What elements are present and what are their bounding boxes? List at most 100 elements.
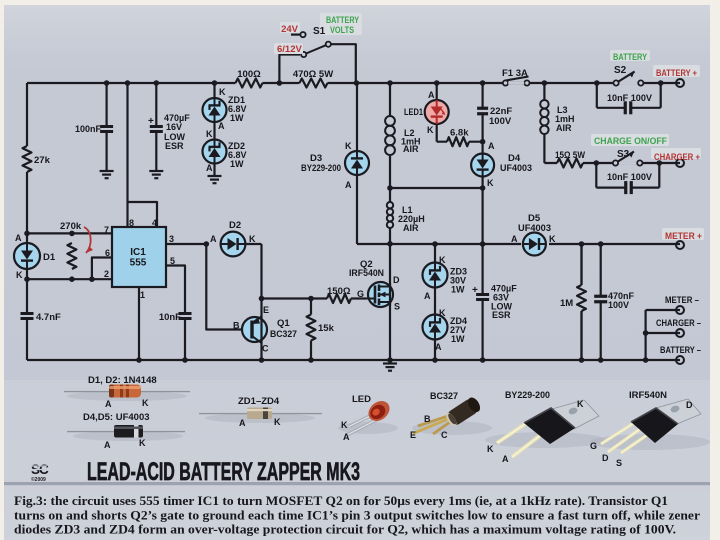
svg-text:10nF 100V: 10nF 100V: [607, 93, 652, 103]
svg-text:1mH: 1mH: [401, 137, 421, 147]
svg-text:K: K: [487, 444, 494, 454]
svg-text:G: G: [590, 441, 597, 451]
svg-text:3: 3: [169, 234, 174, 244]
svg-text:K: K: [487, 178, 494, 188]
svg-text:6/12V: 6/12V: [277, 44, 302, 55]
svg-text:A: A: [15, 233, 22, 243]
svg-text:K: K: [274, 417, 281, 427]
svg-text:LOW: LOW: [491, 302, 512, 312]
svg-text:A: A: [345, 180, 352, 190]
svg-text:1: 1: [140, 290, 145, 300]
svg-text:ZD2: ZD2: [228, 141, 245, 151]
svg-text:D4: D4: [508, 153, 521, 164]
svg-text:K: K: [439, 308, 446, 318]
svg-text:ZD1–ZD4: ZD1–ZD4: [238, 396, 280, 407]
svg-text:555: 555: [130, 258, 147, 269]
svg-text:A: A: [218, 121, 225, 131]
svg-text:BATTERY: BATTERY: [613, 52, 648, 63]
svg-text:A: A: [239, 418, 246, 428]
svg-text:IC1: IC1: [130, 247, 146, 258]
svg-text:6.8k: 6.8k: [450, 128, 469, 139]
svg-text:AIR: AIR: [556, 123, 572, 133]
svg-text:BATTERY –: BATTERY –: [660, 345, 701, 356]
svg-text:A: A: [511, 234, 518, 244]
svg-text:C: C: [262, 344, 269, 354]
svg-text:100V: 100V: [489, 116, 512, 127]
svg-text:ZD3: ZD3: [450, 267, 467, 277]
svg-text:UF4003: UF4003: [518, 223, 551, 234]
svg-text:6.8V: 6.8V: [228, 150, 247, 160]
svg-text:ZD1: ZD1: [228, 95, 245, 105]
svg-text:CHARGE ON/OFF: CHARGE ON/OFF: [594, 136, 667, 147]
svg-text:K: K: [219, 87, 226, 97]
svg-text:METER +: METER +: [665, 231, 702, 242]
svg-text:+: +: [472, 285, 478, 296]
svg-text:D1, D2: 1N4148: D1, D2: 1N4148: [88, 375, 157, 386]
svg-text:BC327: BC327: [430, 391, 458, 402]
svg-text:D: D: [602, 453, 609, 463]
svg-text:IRF540N: IRF540N: [349, 268, 384, 279]
svg-text:C: C: [441, 430, 448, 440]
svg-text:K: K: [16, 270, 23, 280]
svg-text:CHARGER +: CHARGER +: [654, 152, 700, 163]
svg-text:IRF540N: IRF540N: [629, 390, 667, 401]
svg-text:BC327: BC327: [270, 329, 297, 340]
svg-text:63V: 63V: [493, 293, 509, 303]
svg-text:4.7nF: 4.7nF: [36, 312, 61, 323]
svg-text:470µF: 470µF: [164, 113, 190, 123]
svg-text:470Ω 5W: 470Ω 5W: [293, 69, 333, 80]
svg-text:E: E: [410, 430, 416, 440]
svg-text:1mH: 1mH: [555, 114, 575, 124]
svg-text:1W: 1W: [230, 113, 244, 123]
svg-text:150Ω: 150Ω: [327, 286, 351, 297]
svg-text:A: A: [428, 90, 435, 100]
svg-text:15Ω 5W: 15Ω 5W: [555, 150, 585, 160]
svg-text:LED: LED: [352, 394, 371, 405]
svg-text:L1: L1: [402, 205, 413, 215]
svg-text:+: +: [148, 116, 154, 127]
svg-text:6.8V: 6.8V: [228, 104, 247, 114]
svg-text:24V: 24V: [281, 24, 299, 35]
svg-text:B: B: [424, 414, 431, 424]
svg-text:Q2: Q2: [360, 259, 373, 270]
svg-text:UF4003: UF4003: [500, 163, 532, 174]
svg-text:S: S: [616, 458, 622, 468]
svg-text:1W: 1W: [451, 334, 465, 344]
svg-text:AIR: AIR: [403, 223, 419, 233]
svg-text:ESR: ESR: [492, 310, 511, 320]
svg-text:L2: L2: [404, 128, 415, 138]
svg-text:10nF: 10nF: [159, 312, 181, 323]
svg-text:BATTERY +: BATTERY +: [656, 68, 697, 79]
svg-text:6: 6: [105, 248, 110, 258]
svg-text:22nF: 22nF: [490, 106, 512, 117]
svg-text:K: K: [142, 398, 149, 408]
svg-text:LOW: LOW: [164, 132, 185, 142]
svg-text:A: A: [502, 454, 509, 464]
svg-text:2: 2: [104, 269, 109, 279]
svg-text:D: D: [393, 275, 400, 285]
svg-text:A: A: [343, 432, 350, 442]
svg-text:220µH: 220µH: [398, 214, 425, 224]
svg-text:K: K: [577, 399, 584, 409]
svg-text:K: K: [427, 125, 434, 135]
svg-text:diodes ZD3 and ZD4 form an ove: diodes ZD3 and ZD4 form an over-voltage …: [14, 522, 676, 537]
svg-text:A: A: [435, 342, 442, 352]
svg-text:LED1: LED1: [404, 107, 424, 118]
svg-text:K: K: [341, 420, 348, 430]
svg-text:K: K: [249, 234, 256, 244]
svg-text:8: 8: [129, 218, 134, 228]
svg-text:270k: 270k: [60, 221, 82, 232]
svg-text:27V: 27V: [450, 325, 466, 335]
svg-text:S3: S3: [617, 149, 630, 160]
svg-text:ZD4: ZD4: [450, 316, 467, 326]
svg-text:1W: 1W: [230, 159, 244, 169]
svg-text:K: K: [206, 129, 213, 139]
svg-text:1M: 1M: [560, 298, 573, 309]
svg-text:K: K: [139, 438, 146, 448]
svg-text:LEAD-ACID BATTERY ZAPPER MK3: LEAD-ACID BATTERY ZAPPER MK3: [87, 458, 360, 486]
svg-text:S: S: [394, 302, 400, 312]
svg-text:4: 4: [152, 218, 157, 228]
svg-text:©2009: ©2009: [31, 476, 46, 483]
svg-text:30V: 30V: [450, 276, 466, 286]
svg-text:7: 7: [104, 225, 109, 235]
